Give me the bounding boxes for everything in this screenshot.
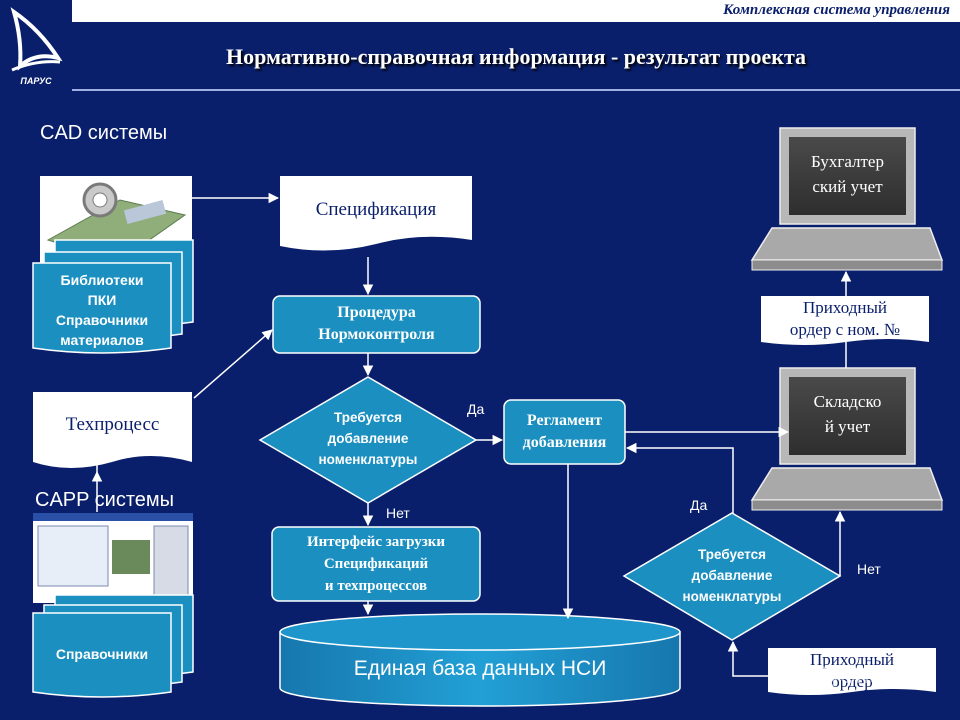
header-tagline: Комплексная система управления <box>723 2 950 18</box>
logo: ПАРУС <box>0 0 72 92</box>
techprocess-label: Техпроцесс <box>65 414 160 435</box>
edge-yes-right: Да <box>690 497 708 513</box>
database-label: Единая база данных НСИ <box>353 657 607 680</box>
techprocess-to-normcontrol-arrow <box>193 329 273 399</box>
database-cylinder <box>279 613 681 707</box>
capp-stack-label: Справочники <box>55 646 149 662</box>
decision-right-yes-arrow <box>625 442 734 513</box>
edge-yes-left: Да <box>467 401 485 417</box>
normcontrol-box <box>272 295 481 354</box>
header-band: Комплексная система управления <box>72 0 960 22</box>
watermark: MyShared <box>808 662 918 689</box>
page-title: Нормативно-справочная информация - резул… <box>225 44 807 69</box>
sail-logo-icon: ПАРУС <box>10 7 63 86</box>
warehouse-laptop <box>750 367 944 511</box>
edge-no-left: Нет <box>386 505 410 521</box>
capp-screenshot-image <box>33 513 193 603</box>
edge-no-right: Нет <box>857 561 881 577</box>
cad-library-stack <box>32 239 194 354</box>
receipt-document <box>768 648 936 695</box>
specification-label: Спецификация <box>315 199 437 220</box>
capp-systems-label: CAPP системы <box>35 489 175 511</box>
title-divider <box>72 89 960 91</box>
decision-right-diamond <box>622 512 842 641</box>
interface-box <box>271 526 481 602</box>
specification-document <box>280 176 472 251</box>
capp-reference-stack <box>32 594 194 698</box>
accounting-laptop <box>750 127 944 271</box>
logo-text: ПАРУС <box>20 76 52 86</box>
receipt-numbered-document <box>761 296 929 345</box>
cad-systems-label: CAD системы <box>40 122 168 144</box>
techprocess-document <box>33 392 192 468</box>
receipt-to-decision-arrow <box>727 640 768 677</box>
